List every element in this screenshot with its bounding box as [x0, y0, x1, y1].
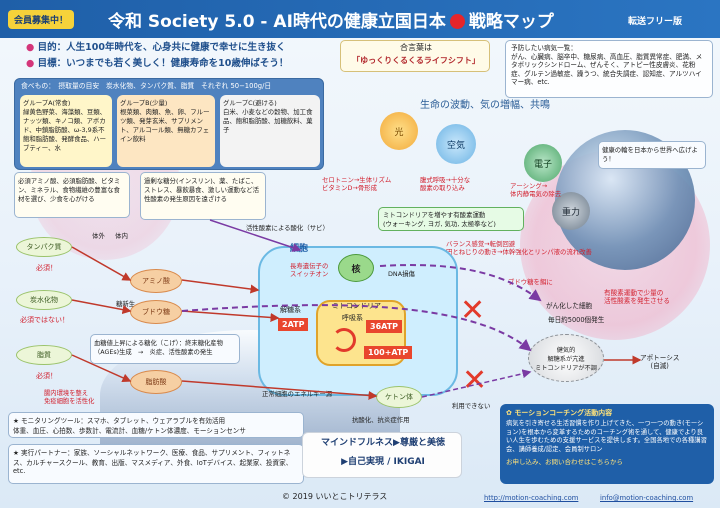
protein-required-label: 必須！: [36, 264, 57, 272]
arrow-amino-cell: [181, 279, 260, 294]
motto-label: 合言葉は: [400, 43, 432, 52]
monitoring-tools-box: ★ モニタリングツール：スマホ、タブレット、ウェアラブルを有効活用 体重、血圧、…: [8, 412, 304, 438]
blocked-x-icon-2: ✕: [462, 363, 488, 398]
glycation-note: 血糖値上昇による糖化（こげ）：終末糖化産物（AGEs)生成 → 炎症、活性酸素の…: [90, 334, 240, 364]
disease-list-text: 予防したい病気一覧： がん、心臓病、脳卒中、糖尿病、高血圧、脂質異常症、肥満、メ…: [511, 44, 703, 87]
blocked-x-icon: ✕: [460, 293, 486, 328]
coaching-panel: ✿ モーションコーチング活動内容 病気を引き寄せる生活習慣を作り上げてきた、一つ…: [500, 404, 714, 484]
fat-node: 脂質: [16, 345, 72, 365]
website-link[interactable]: http://motion-coaching.com: [484, 494, 579, 502]
disease-list-box: 予防したい病気一覧： がん、心臓病、脳卒中、糖尿病、高血圧、脂質異常症、肥満、メ…: [505, 40, 713, 98]
glucose-node: ブドウ糖: [130, 300, 182, 324]
free-distribution-label: 転送フリー版: [628, 17, 683, 27]
glucose-feed-label: ブドウ糖を餌に: [508, 278, 553, 286]
unusable-label: 利用できない: [452, 402, 491, 410]
body-outside-label: 体外: [92, 232, 105, 240]
stress-avoid-note: 過剰な糖分(インスリン)、薬、たばこ、ストレス、暴飲暴食、激しい運動など活性酸素…: [140, 172, 266, 220]
page-title: 令和 Society 5.0 - AI時代の健康立国日本 戦略マップ: [108, 7, 554, 32]
title-sub-text: 戦略マップ: [468, 12, 554, 32]
red-circle-icon: [449, 14, 465, 29]
pink-dot-icon: ●: [26, 42, 35, 53]
copyright-text: © 2019 いいとこトリテラス: [282, 492, 388, 501]
coaching-body: 病気を引き寄せる生活習慣を作り上げてきた、一つ一つの動き(モーション)を根本から…: [506, 420, 707, 453]
food-group-b: グループB(少量) 根菜類、肉類、魚、卵、フルーツ類、発芽玄米、サプリメント、ア…: [117, 95, 215, 167]
ketone-node: ケトン体: [376, 386, 422, 408]
aerobic-exercise-note: ミトコンドリアを増やす有酸素運動 (ウォーキング, ヨガ, 気功, 太極拳など): [378, 207, 524, 231]
gene-switch-label: 長寿遺伝子の スイッチオン: [290, 262, 329, 278]
body-inside-label: 体内: [115, 232, 128, 240]
target-text: ● 目標：いつまでも若く美しく！健康寿命を10歳伸ばそう！: [26, 58, 289, 69]
purpose-text: ● 目的：人生100年時代を、心身共に健康で幸せに生き抜く: [26, 42, 286, 53]
cancer-daily-label: 毎日約5000個発生: [548, 316, 605, 324]
essential-nutrients-note: 必須アミノ酸、必須脂肪酸、ビタミン、ミネラル、食物繊維の豊富な食材を選び、少食を…: [14, 172, 130, 218]
antioxidant-label: 抗酸化、抗炎症作用: [352, 416, 410, 424]
atp-2-badge: 2ATP: [278, 318, 309, 331]
food-group-c: グループC(避ける) 白米、小麦などの穀物、加工食品、飽和脂肪酸、加糖飲料、菓子: [220, 95, 320, 167]
member-recruit-badge[interactable]: 会員募集中！: [8, 10, 75, 29]
protein-node: タンパク質: [16, 237, 72, 257]
nucleus: 核: [338, 254, 374, 282]
glycolysis-label: 解糖系: [280, 306, 301, 314]
partners-box: ★ 実行パートナー：家族、ソーシャルネットワーク、医療、食品、サプリメント、フィ…: [8, 444, 304, 484]
balance-note: バランス感覚→転倒回避 円とねじりの動き→体幹強化とリンパ液の流れ改善: [446, 240, 592, 256]
carbohydrate-node: 炭水化物: [16, 290, 72, 310]
atp-100-badge: 100+ATP: [364, 346, 413, 359]
cancer-cell-label: がん化した細胞: [546, 302, 593, 310]
food-group-a: グループA(常食) 緑黄色野菜、海藻類、豆類、ナッツ類、キノコ類、アボカド、中鎖…: [20, 95, 112, 167]
breath-note: 腹式呼吸→十分な 酸素の取り込み: [420, 176, 471, 192]
apoptosis-label: アポトーシス (自滅): [640, 354, 680, 371]
atp-36-badge: 36ATP: [366, 320, 403, 333]
serotonin-note: セロトニン→生体リズム ビタミンD→骨形成: [322, 176, 392, 192]
world-health-note: 健康の輪を日本から世界へ広げよう！: [598, 141, 706, 169]
coaching-title: ✿ モーションコーチング活動内容: [506, 409, 613, 417]
food-intake-header: 食べもの： 摂取量の目安 炭水化物、タンパク質、脂質 それぞれ 50−100g/…: [21, 82, 272, 90]
amino-acid-node: アミノ酸: [130, 269, 182, 293]
cycle-arrows-icon: [332, 328, 356, 352]
normal-cell-energy-label: 正常細胞のエネルギー源: [262, 390, 333, 398]
respiration-label: 呼吸系: [342, 314, 363, 322]
mitochondria-label: ミトコンドリア: [332, 302, 381, 310]
cell-label: 細胞: [290, 244, 309, 254]
motto-value: 「ゆっくりくるくるライフシフト」: [352, 56, 480, 65]
cancer-cell-node: 健気的 解糖系が亢進 ミトコンドリアが不調: [528, 334, 604, 382]
aerobic-oxygen-note: 有酸素運動で少量の 活性酸素を発生させる: [604, 289, 670, 306]
gut-environment-note: 腸内環境を整え 免疫細胞を活性化: [44, 390, 95, 405]
mindfulness-box: マインドフルネス▶尊厳と美徳 ▶自己実現 / IKIGAI: [302, 432, 462, 478]
earthing-note: アーシング→ 体内静電気の除去: [510, 182, 562, 198]
oxidation-note: 活性酸素による酸化（サビ）: [246, 224, 329, 232]
gravity-circle: 重力: [552, 192, 590, 230]
header-bar: [0, 0, 720, 38]
email-link[interactable]: info@motion-coaching.com: [600, 494, 694, 502]
light-sun-icon: 光: [380, 112, 418, 150]
fatty-acid-node: 脂肪酸: [130, 370, 182, 394]
motto-box: 合言葉は 「ゆっくりくるくるライフシフト」: [340, 40, 490, 72]
mindfulness-line1: マインドフルネス▶尊厳と美徳: [321, 438, 445, 448]
food-panel: 食べもの： 摂取量の目安 炭水化物、タンパク質、脂質 それぞれ 50−100g/…: [14, 78, 324, 170]
carb-not-required-label: 必須ではない！: [20, 316, 69, 324]
electron-circle: 電子: [524, 144, 562, 182]
mindfulness-line2: ▶自己実現 / IKIGAI: [341, 457, 425, 467]
air-circle: 空気: [436, 124, 476, 164]
fat-required-label: 必須！: [36, 372, 57, 380]
pink-dot-icon: ●: [26, 58, 35, 69]
coaching-contact[interactable]: お申し込み、お問い合わせはこちらから: [506, 458, 623, 466]
life-wave-text: 生命の波動、気の増幅、共鳴: [420, 100, 550, 111]
dna-damage-label: DNA損傷: [388, 270, 415, 278]
title-main-text: 令和 Society 5.0 - AI時代の健康立国日本: [108, 12, 446, 32]
